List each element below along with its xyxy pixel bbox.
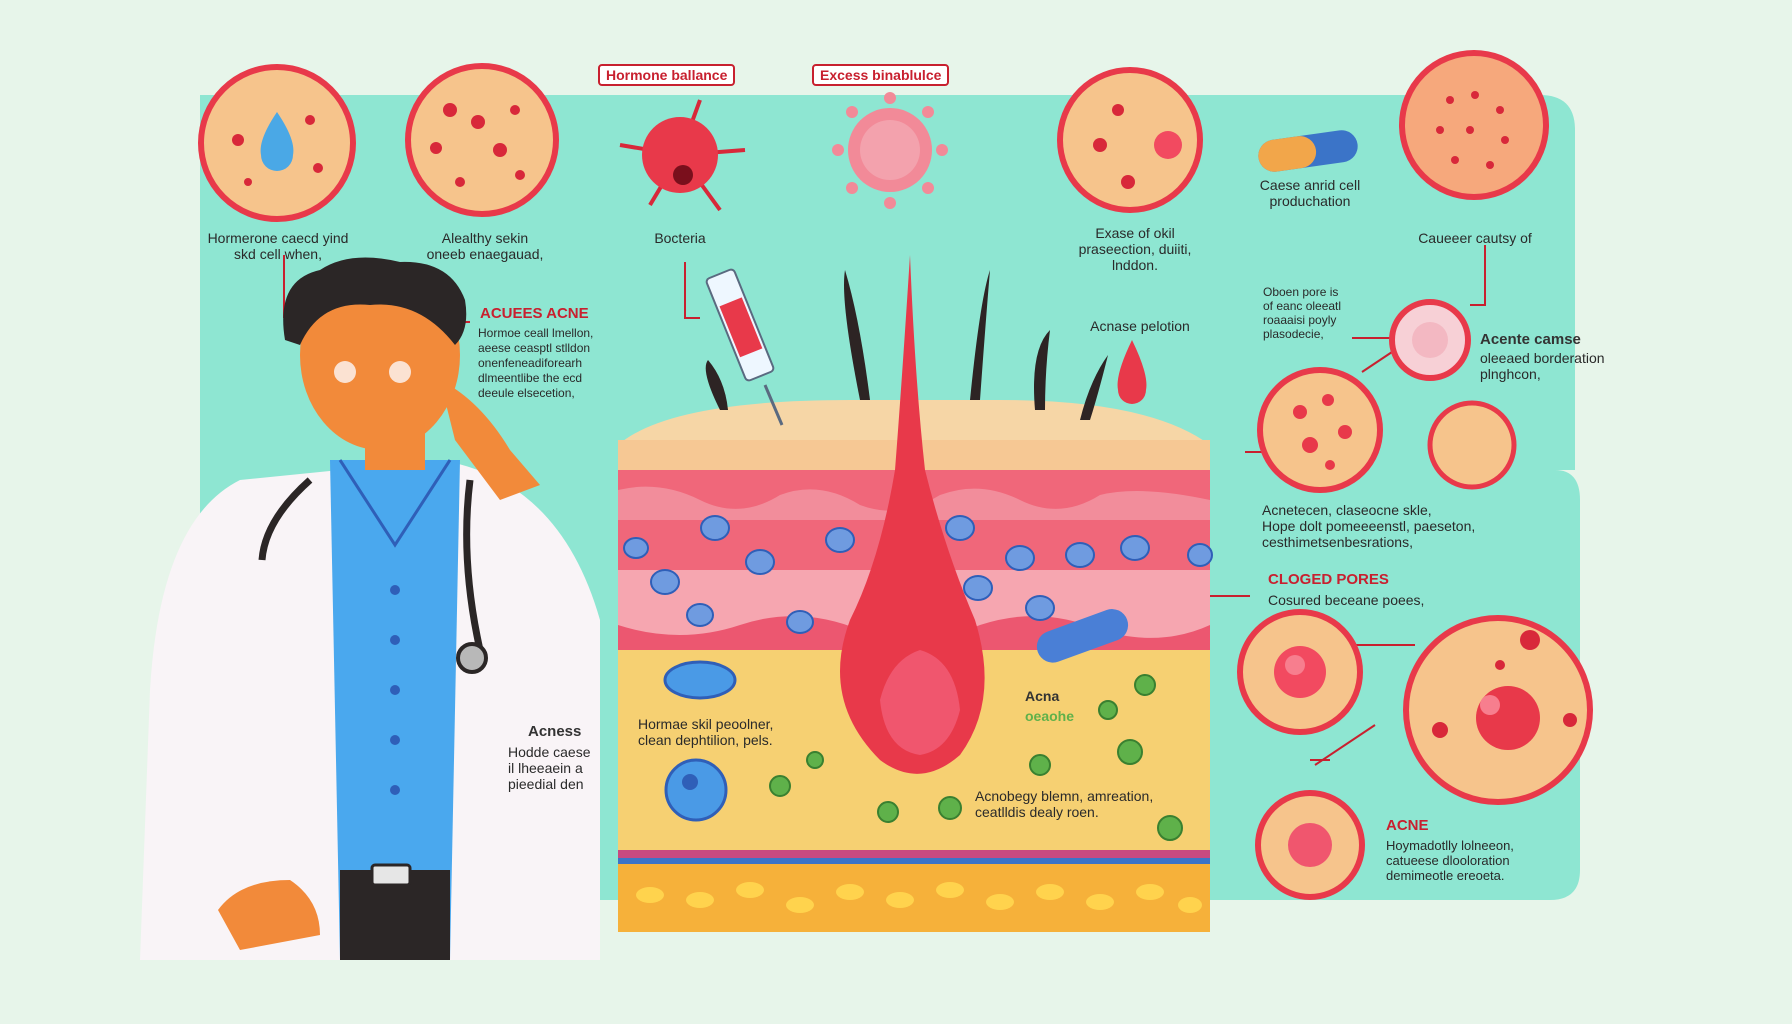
label-bacteria: Bocteria — [654, 230, 706, 246]
skin-cross-section — [618, 255, 1213, 932]
water-drop-icon — [260, 112, 294, 171]
label-acna-sub: oeaohe — [1025, 708, 1075, 724]
tag-hormone-balance: Hormone ballance — [598, 64, 736, 86]
label-acente-cause-body: oleeaed borderation plnghcon, — [1480, 350, 1605, 382]
skin-circle-acne-large — [1403, 615, 1593, 805]
label-acues-head: ACUEES ACNE — [480, 305, 589, 322]
label-top-left-2: Alealthy sekin oneeb enaegauad, — [426, 230, 544, 262]
label-top-left-1: Hormerone caecd yind skd cell when, — [207, 230, 349, 262]
blood-drop-icon — [1117, 340, 1147, 404]
bacteria-icon — [619, 99, 746, 212]
label-acnetecen: Acnetecen, claseocne skle, Hope dolt pom… — [1262, 502, 1476, 550]
virus-icon — [832, 92, 948, 209]
label-acne-body: Hoymadotlly lolneeon, catueese dloolorat… — [1386, 838, 1514, 883]
label-acente-cause-head: Acente camse — [1480, 331, 1581, 348]
tag-excess: Excess binablulce — [812, 64, 950, 86]
skin-circle-pores — [1399, 50, 1549, 200]
label-cause-cell: Caese anrid cell produchation — [1259, 177, 1361, 209]
label-acness-head: Acness — [528, 723, 582, 740]
skin-circle-acne — [1255, 790, 1365, 900]
skin-circle-healthy — [405, 63, 559, 217]
label-acna-head: Acna — [1025, 688, 1060, 704]
label-acues-body: Hormoe ceall lmellon, aeese ceasptl stll… — [478, 326, 594, 400]
doctor-figure — [140, 257, 600, 960]
label-hormae: Hormae skil peoolner, clean dephtilion, … — [638, 716, 774, 748]
label-acnobegy: Acnobegy blemn, amreation, ceatlldis dea… — [975, 788, 1154, 820]
label-oboen-pore: Oboen pore is of eanc oleeatl roaaaisi p… — [1263, 285, 1342, 341]
label-acness-body: Hodde caese il lheeaein a pieedial den — [508, 744, 591, 792]
skin-circle-acente — [1389, 299, 1471, 381]
virus-blue-icon — [664, 758, 728, 822]
label-acne-head: ACNE — [1386, 817, 1429, 834]
skin-circle-small — [1427, 400, 1517, 490]
skin-circle-acnetecen — [1257, 367, 1383, 493]
capsule-icon — [1258, 130, 1358, 172]
label-clogged-body: Cosured beceane poees, — [1268, 592, 1425, 608]
syringe-icon — [705, 268, 784, 426]
skin-circle-hormone — [198, 64, 356, 222]
skin-circle-clogged — [1237, 609, 1363, 735]
label-clogged-head: CLOGED PORES — [1268, 571, 1389, 588]
label-acne-pelotion: Acnase pelotion — [1090, 318, 1190, 334]
label-top-mid-3: Exase of okil praseection, duiiti, lnddo… — [1078, 225, 1192, 273]
skin-circle-inflamed — [1057, 67, 1203, 213]
pill-icon — [1036, 609, 1129, 663]
label-cause-right: Caueeer cautsy of — [1418, 230, 1532, 246]
